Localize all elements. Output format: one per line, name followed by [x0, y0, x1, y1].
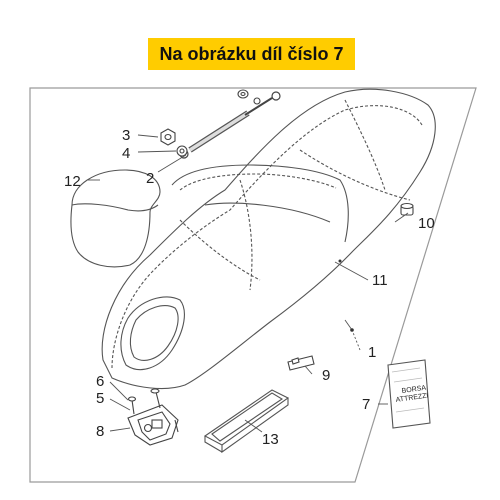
part-label-10: 10: [418, 215, 435, 232]
upper-strut-hardware: [237, 89, 261, 105]
part-label-9: 9: [322, 367, 330, 384]
washer-part: [176, 145, 188, 157]
highlight-banner: Na obrázku díl číslo 7: [148, 38, 355, 70]
part-label-13: 13: [262, 431, 279, 448]
tool-bag-text-line1: BORSA: [401, 385, 427, 395]
part-label-5: 5: [96, 390, 104, 407]
part-label-8: 8: [96, 423, 104, 440]
reference-dot: [350, 328, 354, 332]
seat-part: [101, 88, 436, 390]
lock-bracket-part: [127, 404, 179, 446]
part-label-11: 11: [372, 272, 388, 289]
tool-bag-text-line2: ATTREZZI: [395, 392, 429, 404]
part-label-2: 2: [146, 170, 154, 187]
banner-text: Na obrázku díl číslo 7: [159, 43, 344, 64]
part-label-1: 1: [368, 344, 376, 361]
nut-part: [160, 128, 176, 146]
leader-lines: [88, 134, 409, 433]
diagram-frame: [29, 87, 477, 483]
part-label-7: 7: [362, 396, 370, 413]
part-label-4: 4: [122, 145, 130, 162]
gas-strut-part: [179, 91, 281, 159]
part-label-12: 12: [64, 173, 81, 190]
bolt-part: [127, 396, 179, 433]
tool-bag-part: BORSA ATTREZZI: [387, 359, 431, 429]
part-label-6: 6: [96, 373, 104, 390]
rubber-bumper-part: [400, 202, 414, 216]
clip-part: [287, 355, 315, 371]
part-label-3: 3: [122, 127, 130, 144]
tool-tray-part: [203, 389, 290, 454]
reference-dot: [338, 259, 342, 263]
screw-part: [150, 388, 161, 409]
seat-cover-part: [70, 169, 161, 268]
